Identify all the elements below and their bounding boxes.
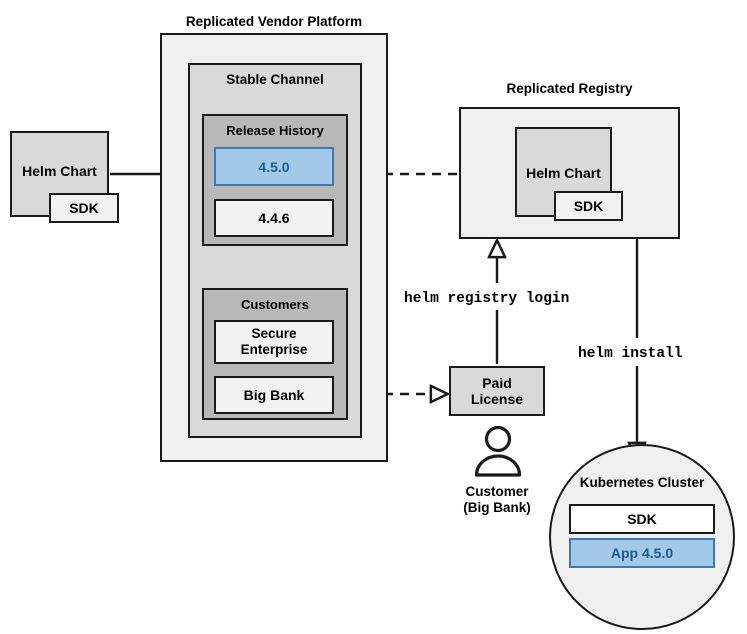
stable-channel-title: Stable Channel — [226, 72, 324, 87]
paid-license-box: Paid License — [449, 366, 545, 416]
source-helm-chart-label: Helm Chart — [22, 163, 97, 179]
page-title-registry: Replicated Registry — [506, 81, 633, 96]
cluster-component-app: App 4.5.0 — [569, 538, 715, 568]
kubernetes-cluster-container — [549, 444, 735, 630]
source-sdk-box: SDK — [49, 193, 119, 223]
registry-helm-chart-label: Helm Chart — [526, 165, 601, 181]
customers-title: Customers — [241, 297, 309, 312]
customer-item-secure-enterprise[interactable]: Secure Enterprise — [214, 320, 334, 364]
registry-sdk-box: SDK — [554, 191, 623, 221]
paid-license-line1: Paid — [482, 374, 512, 391]
customer-secure-line2: Enterprise — [240, 342, 308, 357]
customer-actor-line2: (Big Bank) — [463, 500, 531, 516]
command-helm-install: helm install — [578, 346, 683, 362]
customer-actor-line1: Customer — [465, 484, 529, 499]
person-icon — [474, 425, 522, 477]
customer-actor-caption: Customer (Big Bank) — [427, 484, 567, 516]
paid-license-line2: License — [470, 391, 524, 407]
release-history-title: Release History — [226, 123, 324, 138]
customer-secure-line1: Secure — [251, 326, 297, 342]
kubernetes-cluster-title: Kubernetes Cluster — [579, 475, 705, 490]
cluster-component-sdk: SDK — [569, 504, 715, 534]
page-title-vendor-platform: Replicated Vendor Platform — [185, 14, 363, 29]
release-item-4-5-0[interactable]: 4.5.0 — [214, 147, 334, 186]
customer-item-big-bank[interactable]: Big Bank — [214, 376, 334, 414]
release-item-4-4-6[interactable]: 4.4.6 — [214, 199, 334, 237]
command-helm-registry-login: helm registry login — [404, 291, 570, 307]
